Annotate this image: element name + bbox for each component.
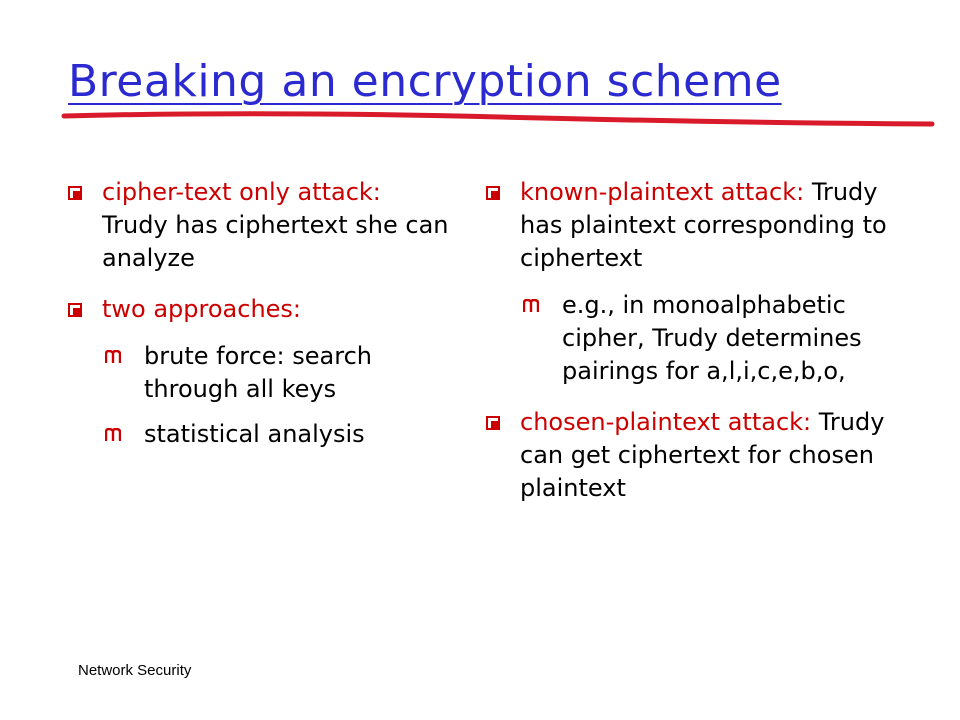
- checkbox-bullet-icon: [68, 186, 82, 200]
- slide-footer: Network Security: [78, 662, 192, 679]
- subitem-statistical-analysis-text: statistical analysis: [144, 420, 365, 448]
- text-known-plaintext: Trudy has plaintext corresponding to cip…: [520, 178, 887, 272]
- subitem-statistical-analysis: statistical analysis: [102, 418, 450, 451]
- bullet-known-plaintext: known-plaintext attack: Trudy has plaint…: [478, 176, 898, 388]
- term-two-approaches: two approaches:: [102, 295, 302, 323]
- checkbox-bullet-icon: [486, 186, 500, 200]
- bullet-chosen-plaintext: chosen-plaintext attack: Trudy can get c…: [478, 406, 898, 505]
- bullet-two-approaches: two approaches: brute force: search thro…: [60, 293, 450, 451]
- slide-title: Breaking an encryption scheme: [68, 56, 782, 107]
- term-chosen-plaintext: chosen-plaintext attack:: [520, 408, 812, 436]
- left-column: cipher-text only attack: Trudy has ciphe…: [60, 176, 450, 469]
- subitem-brute-force: brute force: search through all keys: [102, 340, 450, 406]
- m-shape-bullet-icon: [105, 428, 121, 441]
- term-cipher-text-only: cipher-text only attack:: [102, 178, 381, 206]
- subitem-monoalphabetic-example: e.g., in monoalphabetic cipher, Trudy de…: [520, 289, 898, 388]
- bullet-cipher-text-only: cipher-text only attack: Trudy has ciphe…: [60, 176, 450, 275]
- subitem-monoalphabetic-example-text: e.g., in monoalphabetic cipher, Trudy de…: [562, 291, 862, 385]
- approaches-sublist: brute force: search through all keys sta…: [102, 340, 450, 451]
- term-known-plaintext: known-plaintext attack:: [520, 178, 805, 206]
- checkbox-bullet-icon: [486, 416, 500, 430]
- title-underline-stroke: [61, 111, 935, 127]
- m-shape-bullet-icon: [105, 350, 121, 363]
- checkbox-bullet-icon: [68, 303, 82, 317]
- text-chosen-plaintext: Trudy can get ciphertext for chosen plai…: [520, 408, 885, 502]
- text-cipher-text-only: Trudy has ciphertext she can analyze: [102, 211, 449, 272]
- m-shape-bullet-icon: [523, 299, 539, 312]
- subitem-brute-force-text: brute force: search through all keys: [144, 342, 372, 403]
- right-column: known-plaintext attack: Trudy has plaint…: [478, 176, 898, 523]
- known-plaintext-sublist: e.g., in monoalphabetic cipher, Trudy de…: [520, 289, 898, 388]
